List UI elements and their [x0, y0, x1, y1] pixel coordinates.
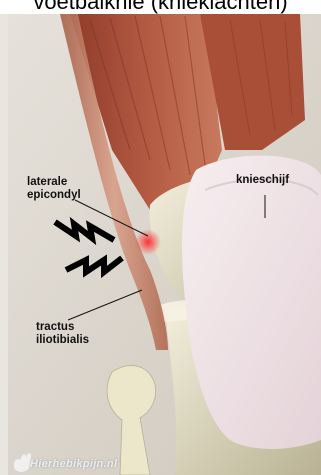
label-patella: knieschijf — [236, 174, 289, 187]
inflammation-spot — [135, 229, 161, 255]
page-title-text: voetbalknie (knieklachten) — [0, 0, 321, 14]
watermark-text: Hierhebikpijn.nl — [30, 458, 117, 470]
label-lateral-epicondyle: laterale epicondyl — [27, 176, 81, 202]
label-iliotibial-tract: tractus iliotibialis — [36, 321, 89, 347]
